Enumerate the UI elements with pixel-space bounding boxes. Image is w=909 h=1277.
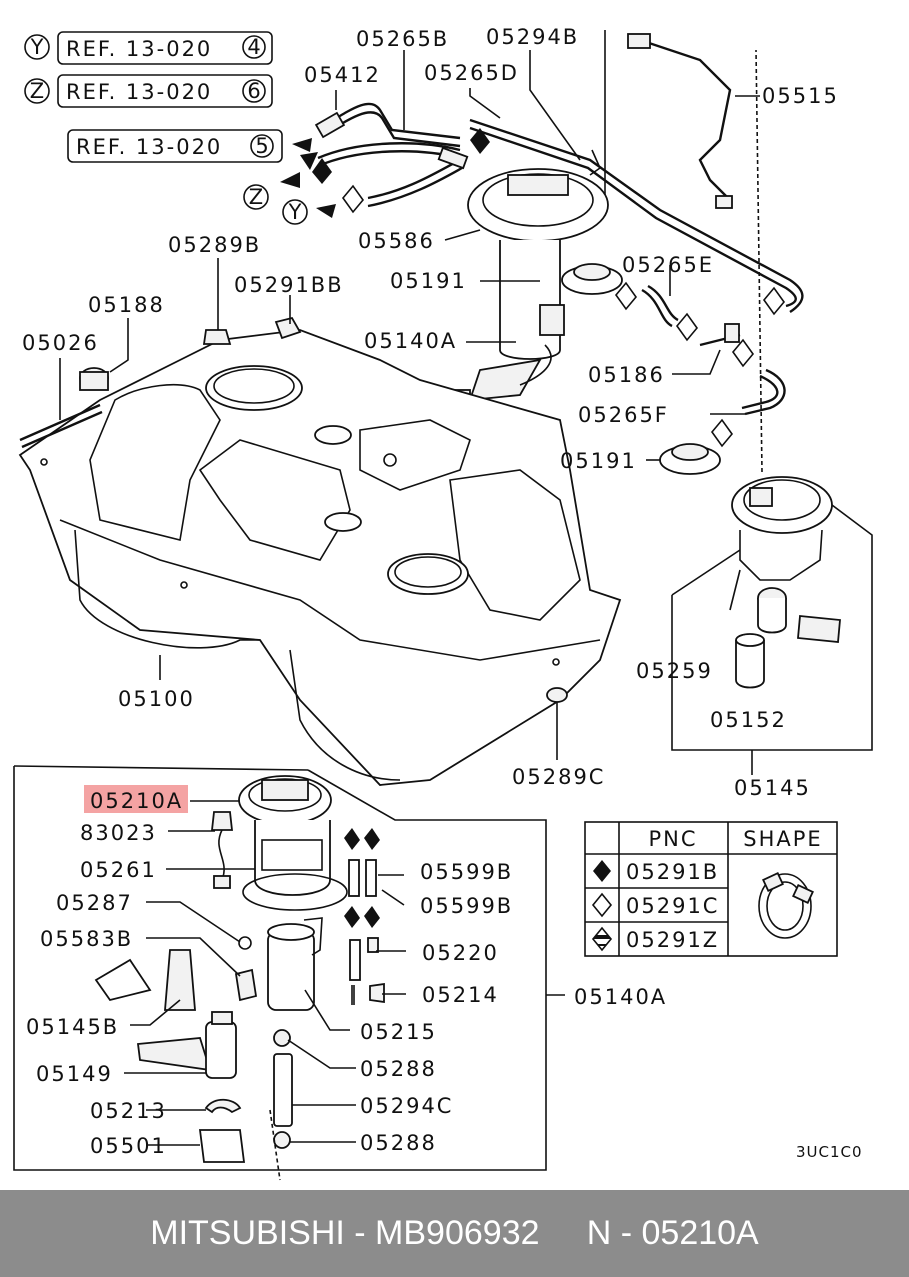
- label-05026[interactable]: 05026: [22, 331, 99, 355]
- label-05186[interactable]: 05186: [588, 363, 665, 387]
- ref-y[interactable]: Y REF. 13-020 4: [24, 31, 273, 65]
- top-hoses: [314, 30, 804, 313]
- label-05145B[interactable]: 05145B: [26, 1015, 119, 1039]
- half-diamond-icon: [591, 926, 613, 952]
- fuel-tank: [18, 329, 622, 786]
- label-05100[interactable]: 05100: [118, 687, 195, 711]
- ref-arrows: Z Y: [243, 128, 490, 225]
- label-05265B[interactable]: 05265B: [356, 27, 449, 51]
- label-05265D[interactable]: 05265D: [424, 61, 519, 85]
- legend-pnc-3: 05291Z: [626, 928, 719, 952]
- part-labels: 05265B 05294B 05412 05265D 05515 05289B …: [22, 25, 863, 1161]
- label-05599B-a[interactable]: 05599B: [420, 860, 513, 884]
- label-05191-a[interactable]: 05191: [390, 269, 467, 293]
- right-pump-module: [729, 49, 841, 689]
- label-05501[interactable]: 05501: [90, 1134, 167, 1158]
- label-05294C[interactable]: 05294C: [360, 1094, 453, 1118]
- arrow-z-letter: Z: [249, 185, 263, 209]
- label-05288-b[interactable]: 05288: [360, 1131, 437, 1155]
- detail-parts: [94, 775, 385, 1181]
- label-05515[interactable]: 05515: [762, 84, 839, 108]
- label-05261[interactable]: 05261: [80, 858, 157, 882]
- arrow-y-letter: Y: [288, 200, 302, 224]
- ref-y-num: 4: [247, 35, 260, 59]
- label-05188[interactable]: 05188: [88, 293, 165, 317]
- left-parts: [19, 316, 568, 703]
- label-05289B[interactable]: 05289B: [168, 233, 261, 257]
- upper-right-parts: [561, 263, 786, 475]
- label-05294B[interactable]: 05294B: [486, 25, 579, 49]
- label-05583B[interactable]: 05583B: [40, 927, 133, 951]
- label-05220[interactable]: 05220: [422, 941, 499, 965]
- ref-y-text: REF. 13-020: [66, 37, 212, 61]
- label-83023[interactable]: 83023: [80, 821, 157, 845]
- label-05210A[interactable]: 05210A: [90, 789, 183, 813]
- ref-y-letter: Y: [30, 35, 44, 59]
- label-05214[interactable]: 05214: [422, 983, 499, 1007]
- ref-z[interactable]: Z REF. 13-020 6: [24, 74, 273, 108]
- label-05145[interactable]: 05145: [734, 776, 811, 800]
- legend-pnc-1: 05291B: [626, 860, 719, 884]
- label-05140A-detail[interactable]: 05140A: [574, 985, 667, 1009]
- ref-z-text: REF. 13-020: [66, 80, 212, 104]
- label-05213[interactable]: 05213: [90, 1099, 167, 1123]
- label-05265E[interactable]: 05265E: [622, 253, 714, 277]
- legend-pnc-2: 05291C: [626, 894, 719, 918]
- label-05149[interactable]: 05149: [36, 1062, 113, 1086]
- ref-5-num: 5: [255, 134, 268, 158]
- label-05412[interactable]: 05412: [304, 63, 381, 87]
- label-05291BB[interactable]: 05291BB: [234, 273, 344, 297]
- footer-bar: MITSUBISHI - MB906932 N - 05210A: [0, 1190, 909, 1277]
- label-05191-b[interactable]: 05191: [560, 449, 637, 473]
- label-05586[interactable]: 05586: [358, 229, 435, 253]
- ref-z-num: 6: [247, 79, 260, 103]
- legend-header-pnc: PNC: [648, 827, 697, 851]
- filled-diamond-icon: [593, 860, 611, 882]
- label-05152[interactable]: 05152: [710, 708, 787, 732]
- label-05288-a[interactable]: 05288: [360, 1057, 437, 1081]
- label-05599B-b[interactable]: 05599B: [420, 894, 513, 918]
- detail-box: [13, 765, 565, 1171]
- ref-5-text: REF. 13-020: [76, 135, 222, 159]
- bracket-05145: [671, 504, 873, 775]
- fuel-tank-parts-diagram: Y REF. 13-020 4 Z REF. 13-020 6 REF. 13-…: [13, 25, 873, 1181]
- hose-clamp-icon: [758, 871, 814, 939]
- leader-lines: [59, 50, 760, 1146]
- label-05265F[interactable]: 05265F: [578, 403, 669, 427]
- ref-z-letter: Z: [30, 79, 44, 103]
- label-05140A-top[interactable]: 05140A: [364, 329, 457, 353]
- pump-module-top: [437, 168, 609, 421]
- label-05259[interactable]: 05259: [636, 659, 713, 683]
- ref-5[interactable]: REF. 13-020 5: [67, 129, 283, 163]
- label-05215[interactable]: 05215: [360, 1020, 437, 1044]
- diagram-code: 3UC1C0: [796, 1143, 863, 1161]
- footer-part-text: MITSUBISHI - MB906932 N - 05210A: [150, 1214, 759, 1252]
- legend-table: PNC SHAPE 05291B 05291C 05291Z: [584, 821, 838, 957]
- highlight-05210A: [84, 785, 188, 813]
- open-diamond-icon: [591, 892, 613, 918]
- label-05287[interactable]: 05287: [56, 891, 133, 915]
- label-05289C[interactable]: 05289C: [512, 765, 605, 789]
- legend-header-shape: SHAPE: [743, 827, 822, 851]
